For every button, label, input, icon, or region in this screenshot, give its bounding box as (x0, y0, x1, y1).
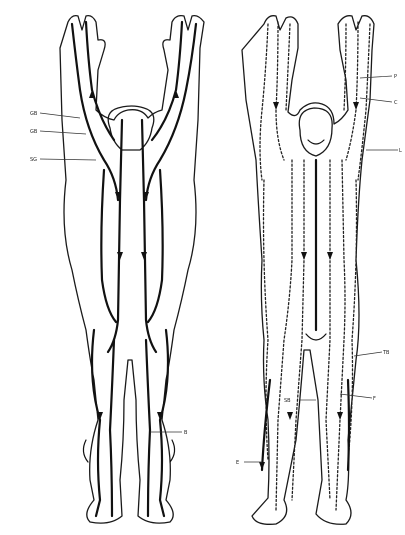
channel-front-torso-4 (336, 160, 345, 510)
channel-front-arm-right-a (358, 24, 370, 180)
label-left-a: GB (30, 111, 38, 117)
leader-right-e (340, 394, 372, 398)
label-left-d: B (184, 430, 188, 436)
front-view-head (299, 108, 332, 156)
front-view-outline (242, 16, 374, 525)
channel-spine-left (108, 120, 122, 352)
right-knee-mark (170, 440, 175, 462)
left-knee-mark (83, 440, 88, 462)
channel-right-leg-outer (160, 330, 168, 516)
label-right-f: SB (284, 398, 291, 404)
leader-right-d (354, 352, 382, 356)
channel-back-right (148, 170, 163, 322)
channel-front-leg-solid-right (348, 380, 349, 470)
leader-left-c (40, 159, 96, 160)
channel-front-arm-right-b (346, 22, 358, 160)
front-groin-mark (306, 334, 326, 340)
label-right-g: E (236, 460, 239, 466)
channel-back-left (101, 170, 116, 322)
back-view-figure: GB GB SG B (30, 16, 204, 524)
channel-left-leg-outer (92, 330, 100, 516)
front-view-arrows (259, 102, 359, 470)
channel-right-arm-outer (146, 24, 196, 200)
channel-right-leg-inner (146, 340, 150, 516)
channel-front-arm-left-b (276, 22, 284, 160)
label-right-a: P (394, 74, 397, 80)
label-right-e: F (373, 396, 376, 402)
channel-spine-right (142, 120, 156, 352)
channel-front-torso-3 (326, 160, 330, 500)
channel-front-torso-1 (276, 160, 292, 510)
label-left-b: GB (30, 129, 38, 135)
channel-front-arm-right-c (344, 24, 346, 110)
label-right-d: TB (382, 350, 390, 356)
leader-right-a (360, 76, 392, 78)
channel-front-arm-left-a (260, 24, 268, 180)
channel-left-leg-inner (110, 340, 114, 516)
label-right-b: C (394, 100, 398, 106)
leader-right-b (360, 98, 392, 102)
back-view-head (108, 106, 154, 150)
leader-left-a (40, 113, 80, 118)
label-right-c: L (399, 148, 402, 154)
front-view-figure: P C L TB F SB E (236, 16, 402, 525)
back-view-outline (60, 16, 204, 524)
label-left-c: SG (30, 157, 37, 163)
face-mark (308, 140, 324, 144)
back-view-arrows (89, 90, 179, 420)
